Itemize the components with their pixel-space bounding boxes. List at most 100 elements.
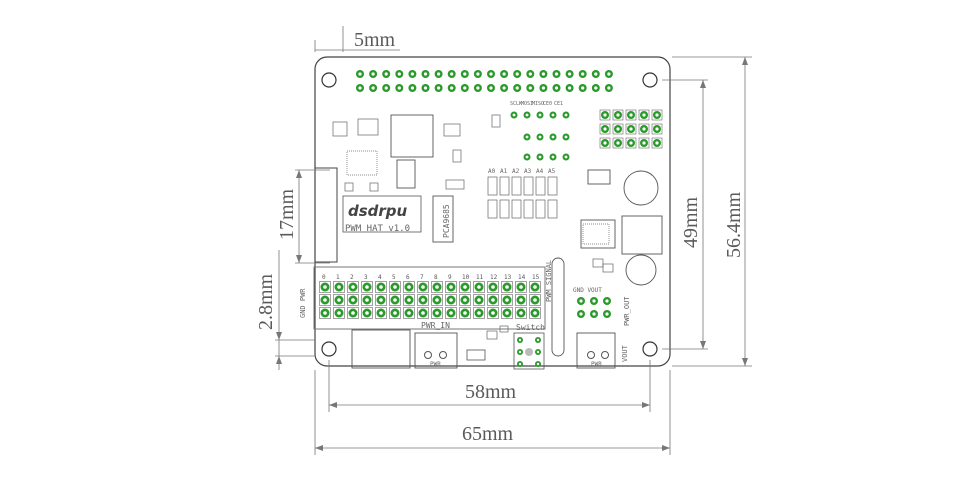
logo-text: dsdrpu [348, 202, 408, 220]
switch-pin-hole [536, 362, 540, 366]
gpio-pin-hole [423, 86, 428, 90]
gpio-pin-hole [410, 86, 414, 90]
dimension-arrows [276, 57, 748, 451]
pwm-channel-label: 2 [350, 274, 354, 281]
addr-resistor-bottom [511, 199, 522, 219]
dim-hole-spacing-vertical: 49mm [680, 196, 702, 248]
pwm-channel-label: 8 [434, 274, 438, 281]
pwm-channel-label: 12 [490, 274, 498, 281]
pwm-pin-hole [407, 311, 411, 315]
misc-components [332, 114, 614, 340]
vout-label: VOUT [621, 344, 629, 362]
spi-pin-hole [525, 113, 529, 117]
pwm-pin-outline [445, 307, 457, 319]
pwm-pin-hole [337, 311, 341, 315]
pwm-pin-hole [505, 285, 509, 289]
switch-body [513, 332, 545, 370]
pwm-pin-hole [449, 285, 453, 289]
gpio-header [356, 70, 613, 92]
pwm-channel-label: 4 [378, 274, 382, 281]
i2c-pin-hole [551, 135, 555, 139]
right-header-pin-hole [642, 127, 646, 131]
addr-resistor-bottom [499, 199, 510, 219]
switch-pin-hole [518, 362, 522, 366]
addr-resistor-top [511, 176, 522, 196]
pwm-channel-label: 10 [462, 274, 470, 281]
dim-edge-offset: 2.8mm [255, 273, 277, 330]
i2c-pin-hole [525, 135, 529, 139]
pwm-pin-hole [435, 298, 439, 302]
right-header-pin-hole [642, 113, 646, 117]
capacitor-2 [625, 254, 657, 286]
right-header-pin-hole [616, 127, 620, 131]
pwm-pin-hole [491, 285, 495, 289]
chip-small [396, 159, 416, 189]
switch-pin-hole [518, 338, 522, 342]
addr-label: A2 [512, 168, 520, 175]
pwm-pin-hole [505, 298, 509, 302]
pwm-pin-outline [361, 294, 373, 306]
vout-connector [576, 332, 616, 369]
pwm-pin-hole [393, 285, 397, 289]
gpio-pin-hole [581, 86, 585, 90]
vout-connector-label: PWR [591, 361, 602, 368]
right-header-pin-outline [651, 137, 663, 149]
mounting-hole-top-left [321, 72, 337, 88]
gpio-pin-hole [489, 72, 493, 76]
right-header-pin-outline [638, 137, 650, 149]
pwm-pin-outline [473, 294, 485, 306]
pwm-pin-outline [361, 307, 373, 319]
pwr-out-pin-hole [592, 299, 596, 303]
electrolytic-capacitor [623, 170, 659, 206]
pwm-channel-label: 13 [504, 274, 512, 281]
pwm-pin-outline [417, 307, 429, 319]
pwm-channel-label: 11 [476, 274, 484, 281]
pwm-channel-label: 5 [392, 274, 396, 281]
right-header-pin-outline [625, 123, 637, 135]
pwm-channel-label: 3 [364, 274, 368, 281]
pwm-pin-hole [477, 298, 481, 302]
switch-label: Switch [516, 323, 545, 332]
gpio-pin-hole [397, 86, 401, 90]
switch-pin-hole [518, 350, 522, 354]
vout-pin-2 [601, 351, 609, 359]
pwm-side-label: GND PWR [299, 288, 307, 318]
gpio-pin-hole [384, 86, 388, 90]
chip-pca9685 [432, 195, 454, 243]
gpio-pin-hole [358, 86, 362, 90]
pwm-pin-outline [529, 294, 541, 306]
pwm-pin-outline [403, 294, 415, 306]
right-header-pin-hole [655, 127, 659, 131]
pwm-pin-hole [491, 298, 495, 302]
pwm-pin-outline [375, 281, 387, 293]
gpio-pin-hole [437, 86, 441, 90]
gpio-pin-hole [581, 72, 585, 76]
gpio-pin-hole [489, 86, 493, 90]
pwm-pin-outline [487, 294, 499, 306]
diode [587, 169, 611, 185]
gpio-pin-hole [607, 86, 611, 90]
pwm-pin-hole [463, 298, 467, 302]
pwm-pin-outline [459, 294, 471, 306]
pwm-pin-hole [379, 298, 383, 302]
pwr-in-label: PWR_IN [421, 321, 450, 330]
pwm-pin-hole [393, 298, 397, 302]
pwm-pin-outline [501, 294, 513, 306]
pwm-pin-hole [435, 311, 439, 315]
i2c-pin-hole [564, 135, 568, 139]
chip-main [390, 114, 434, 158]
addr-label: A3 [524, 168, 532, 175]
pwr-out-pin-hole [605, 312, 609, 316]
board-title: PWM HAT v1.0 [345, 224, 410, 234]
gpio-pin-hole [568, 72, 572, 76]
right-header-pin-hole [629, 141, 633, 145]
pwm-pin-outline [403, 307, 415, 319]
pwm-pin-outline [459, 281, 471, 293]
pwm-pin-hole [533, 311, 537, 315]
pwm-pin-outline [319, 281, 331, 293]
pwm-pin-outline [375, 307, 387, 319]
inductor [621, 215, 663, 255]
pwm-pin-outline [459, 307, 471, 319]
